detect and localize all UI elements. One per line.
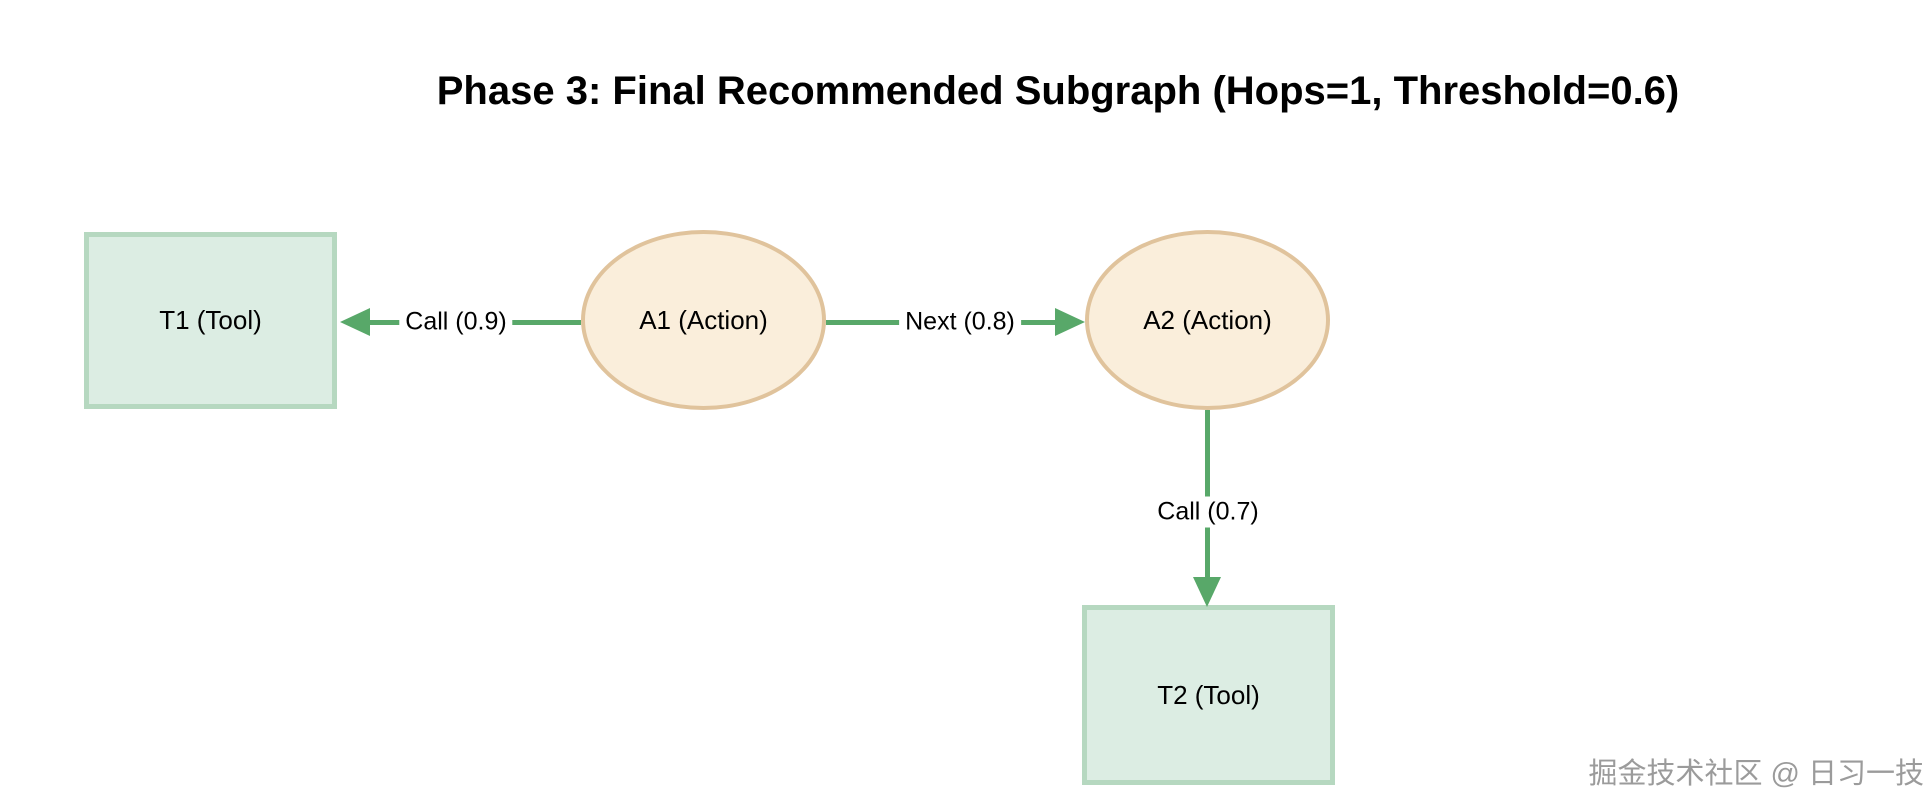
node-t2-tool: T2 (Tool) — [1082, 605, 1335, 785]
diagram-title: Phase 3: Final Recommended Subgraph (Hop… — [436, 69, 1680, 113]
arrowhead-right-icon — [1055, 308, 1085, 336]
node-a2-label: A2 (Action) — [1143, 304, 1272, 335]
edge-a2-t2-line — [1205, 410, 1210, 579]
node-t1-label: T1 (Tool) — [159, 305, 262, 335]
arrowhead-down-icon — [1193, 577, 1221, 607]
node-t2-label: T2 (Tool) — [1157, 679, 1260, 710]
node-a1-label: A1 (Action) — [639, 304, 768, 335]
edge-a2-t2-label: Call (0.7) — [1151, 496, 1265, 528]
node-a1-action: A1 (Action) — [581, 230, 826, 410]
watermark: 掘金技术社区 @ 日习一技 — [1588, 758, 1924, 790]
node-t1-tool: T1 (Tool) — [84, 232, 337, 409]
node-a2-action: A2 (Action) — [1085, 230, 1330, 410]
edge-a1-t1-label: Call (0.9) — [399, 306, 513, 338]
arrowhead-left-icon — [340, 308, 370, 336]
edge-a1-a2-label: Next (0.8) — [899, 306, 1021, 338]
